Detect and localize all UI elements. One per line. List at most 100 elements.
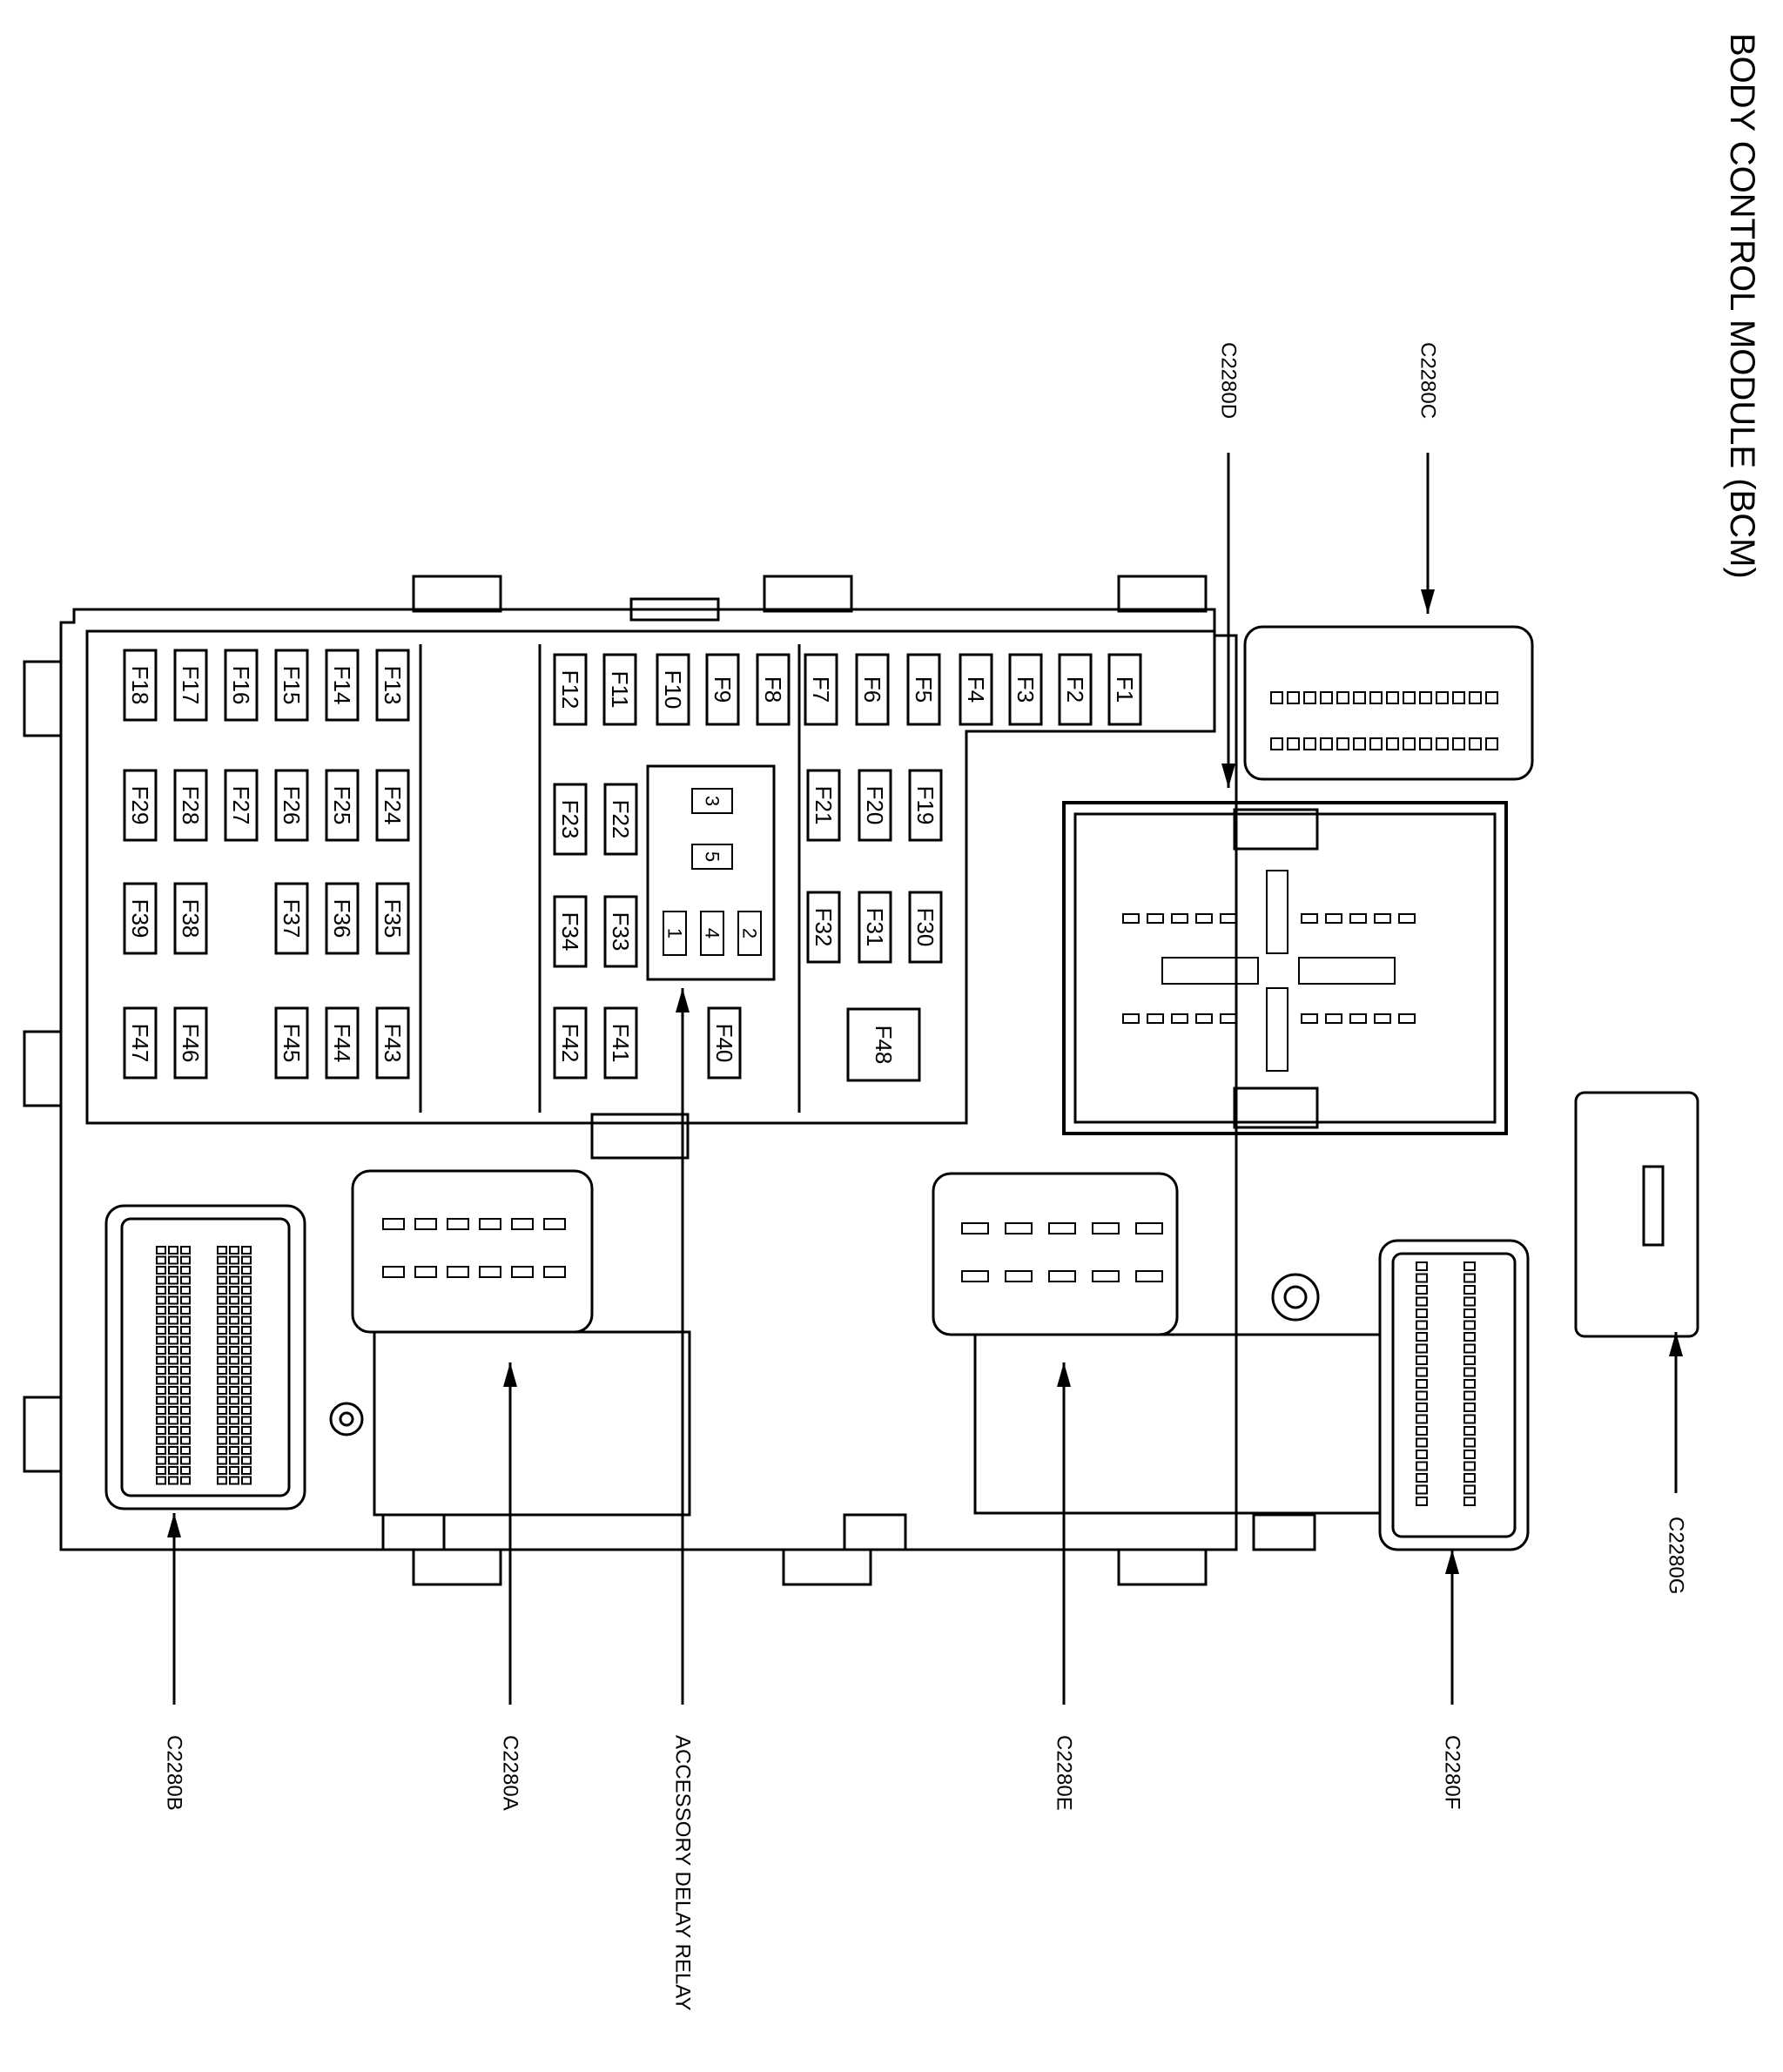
- c2280c-pin: [1485, 691, 1498, 704]
- c2280f-pin: [1416, 1426, 1428, 1436]
- c2280b-pin: [156, 1356, 166, 1365]
- c2280b-pin: [156, 1255, 166, 1265]
- c2280b-pin: [229, 1246, 239, 1255]
- c2280b-pin: [180, 1416, 191, 1425]
- c2280b-pin: [156, 1346, 166, 1355]
- c2280c-pin: [1452, 691, 1465, 704]
- fuse-f13: F13: [375, 649, 410, 722]
- c2280b-pin: [241, 1295, 252, 1305]
- c2280d-slot: [1298, 957, 1396, 985]
- fuse-label: F24: [380, 786, 406, 825]
- c2280b-pin: [168, 1335, 178, 1345]
- fuse-label: F36: [329, 899, 355, 938]
- c2280d-pin: [1195, 1013, 1213, 1024]
- fuse-body: [173, 882, 208, 955]
- c2280b-pin: [229, 1366, 239, 1375]
- c2280b-pin: [168, 1446, 178, 1455]
- c2280f-pin: [1463, 1356, 1476, 1365]
- mount-tab: [23, 660, 63, 737]
- fuse-f2: F2: [1058, 653, 1093, 726]
- c2280b-pin: [156, 1466, 166, 1475]
- fuse-label: F31: [862, 908, 888, 947]
- c2280b-pin: [168, 1346, 178, 1355]
- c2280c-pin: [1419, 737, 1432, 750]
- c2280e-pin: [1092, 1270, 1120, 1282]
- fuse-label: F16: [228, 666, 254, 705]
- c2280d-pin: [1122, 1013, 1140, 1024]
- c2280f-pin: [1416, 1296, 1428, 1307]
- fuse-body: [846, 1007, 921, 1082]
- fuse-body: [806, 769, 841, 842]
- fuse-f33: F33: [603, 895, 638, 968]
- c2280f-pin: [1416, 1343, 1428, 1354]
- mount-tab: [412, 1548, 502, 1586]
- c2280b-pin: [156, 1335, 166, 1345]
- c2280f-pin: [1463, 1497, 1476, 1506]
- c2280f-arrow-icon: [1445, 1550, 1459, 1574]
- fuse-body: [1008, 653, 1043, 726]
- c2280f-pin: [1416, 1332, 1428, 1342]
- fuse-f18: F18: [123, 649, 158, 722]
- c2280b-pin: [180, 1275, 191, 1285]
- c2280f-inner: [1391, 1252, 1517, 1538]
- c2280b-pin: [180, 1315, 191, 1325]
- c2280b-pin: [217, 1246, 227, 1255]
- c2280b-pin: [156, 1426, 166, 1435]
- c2280a-pin: [447, 1218, 469, 1230]
- c2280b-pin: [217, 1335, 227, 1345]
- fuse-f48: F48: [846, 1007, 921, 1082]
- c2280b-pin: [156, 1266, 166, 1275]
- c2280b-pin: [217, 1436, 227, 1445]
- c2280c-pin: [1436, 737, 1449, 750]
- fuse-f32: F32: [806, 891, 841, 964]
- c2280b-pin: [241, 1386, 252, 1395]
- relay-pin: 4: [700, 911, 724, 956]
- c2280b-pin: [180, 1426, 191, 1435]
- c2280b-pin: [156, 1436, 166, 1445]
- c2280b-pin: [168, 1266, 178, 1275]
- c2280a-connector: [351, 1169, 594, 1334]
- mount-tab: [629, 597, 720, 622]
- fuse-f1: F1: [1107, 653, 1142, 726]
- fuse-body: [123, 769, 158, 842]
- c2280b-pin: [180, 1476, 191, 1485]
- relay-block: [646, 764, 776, 981]
- c2280b-pin: [156, 1376, 166, 1385]
- fuse-f7: F7: [804, 653, 838, 726]
- c2280e-pin: [961, 1222, 989, 1234]
- c2280c-pin: [1369, 691, 1383, 704]
- c2280a-pin: [414, 1218, 437, 1230]
- c2280b-pin: [156, 1476, 166, 1485]
- fuse-body: [602, 653, 637, 726]
- fuse-body: [375, 769, 410, 842]
- c2280b-pin: [229, 1446, 239, 1455]
- fuse-f43: F43: [375, 1006, 410, 1080]
- c2280g-slot: [1642, 1165, 1665, 1247]
- c2280b-pin: [217, 1416, 227, 1425]
- relay-pin-label: 2: [739, 928, 761, 938]
- c2280f-pin: [1463, 1437, 1476, 1448]
- fuse-body: [325, 649, 360, 722]
- c2280c-pin: [1403, 737, 1416, 750]
- fuse-label: F41: [608, 1024, 634, 1063]
- c2280b-pin: [241, 1255, 252, 1265]
- fuse-body: [375, 649, 410, 722]
- c2280b-pin: [156, 1315, 166, 1325]
- fuse-f24: F24: [375, 769, 410, 842]
- c2280b-pin: [217, 1376, 227, 1385]
- c2280f-pin: [1416, 1356, 1428, 1365]
- c2280d-latch: [1233, 808, 1319, 851]
- fuse-f9: F9: [705, 653, 740, 726]
- fuse-body: [274, 882, 309, 955]
- mount-tab: [763, 575, 853, 613]
- fuse-body: [553, 895, 588, 968]
- c2280b-pin: [229, 1376, 239, 1385]
- c2280b-pin: [229, 1315, 239, 1325]
- c2280f-pin: [1463, 1403, 1476, 1412]
- relay-arrow-icon: [676, 988, 690, 1012]
- c2280c-label: C2280C: [1416, 342, 1440, 419]
- c2280c-connector: [1243, 625, 1534, 781]
- fuse-label: F15: [279, 666, 305, 705]
- fuse-label: F19: [912, 786, 939, 825]
- c2280f-pin: [1416, 1450, 1428, 1459]
